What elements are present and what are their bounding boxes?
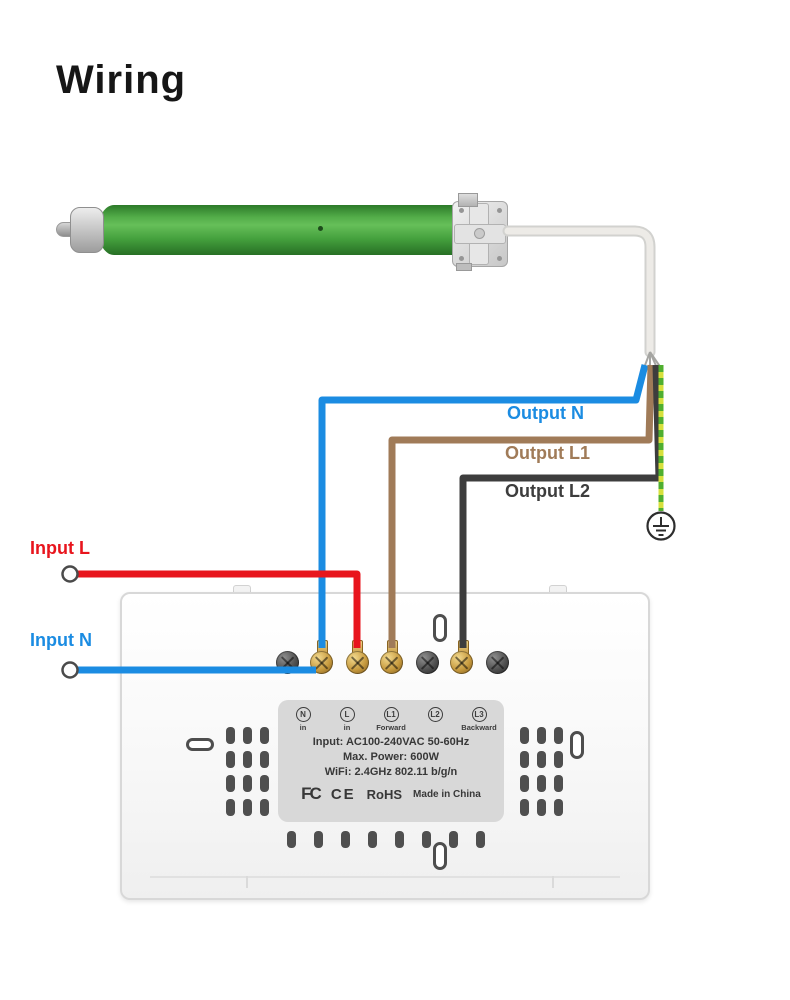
input-l-label: Input L (30, 538, 90, 558)
input-n-label: Input N (30, 630, 92, 650)
ce-logo: CE (330, 785, 356, 803)
terminal-badge: L2 (427, 707, 443, 722)
vent-slot (537, 775, 546, 792)
motor-head-screw (459, 256, 464, 261)
output-n-label: Output N (507, 403, 584, 423)
mount-hole-top (433, 614, 447, 642)
terminal-badge-sub: Forward (376, 723, 406, 732)
terminal-badge: N (295, 707, 311, 722)
vent-slot (243, 751, 252, 768)
page-title: Wiring (56, 58, 187, 102)
terminal-legend-l3: L3 Backward (460, 707, 498, 732)
vent-slot (537, 799, 546, 816)
vent-slot (226, 751, 235, 768)
vent-slot (520, 751, 529, 768)
terminal-badge: L3 (471, 707, 487, 722)
mount-hole-left (186, 738, 214, 751)
motor-head-foot (456, 263, 472, 271)
motor-head-hub (474, 228, 485, 239)
vent-slot (520, 775, 529, 792)
vent-slot (520, 799, 529, 816)
input-n-terminal (61, 661, 79, 679)
vent-slot (537, 727, 546, 744)
vent-slot (520, 727, 529, 744)
vent-slot (260, 751, 269, 768)
motor-screw-dot (318, 226, 323, 231)
motor-head-screw (497, 256, 502, 261)
vent-slot (537, 751, 546, 768)
spec-wifi: WiFi: 2.4GHz 802.11 b/g/n (324, 766, 458, 778)
device-seam-tick (552, 876, 554, 888)
motor-end-cap (70, 207, 104, 253)
terminal-screw-l (346, 651, 369, 674)
terminal-screw-l1 (380, 651, 403, 674)
vent-slot (395, 831, 404, 848)
terminal-badge: L1 (383, 707, 399, 722)
terminal-badge-sub: Backward (461, 723, 497, 732)
device-bottom-seam (150, 876, 620, 878)
vent-slot (226, 727, 235, 744)
terminal-badge-sub: in (299, 723, 307, 732)
terminal-badge: L (339, 707, 355, 722)
rohs-logo: RoHS (366, 786, 403, 802)
vent-slot (554, 799, 563, 816)
ground-icon (646, 511, 676, 541)
motor-cable-outline (502, 225, 656, 358)
terminal-screw (486, 651, 509, 674)
motor-head-clamp (458, 193, 478, 207)
vent-slot (243, 775, 252, 792)
vent-slot (243, 727, 252, 744)
vent-slot (314, 831, 323, 848)
motor-cable (504, 227, 654, 356)
vent-slot (368, 831, 377, 848)
terminal-legend-l1: L1 Forward (372, 707, 410, 732)
device-specs: Input: AC100-240VAC 50-60Hz Max. Power: … (284, 735, 498, 780)
vent-slot (260, 727, 269, 744)
vent-slot (243, 799, 252, 816)
vent-slot (226, 775, 235, 792)
mount-hole-bottom (433, 842, 447, 870)
certification-row: FC CE RoHS Made in China (284, 784, 498, 804)
motor-head-screw (497, 208, 502, 213)
spec-input: Input: AC100-240VAC 50-60Hz (312, 736, 470, 748)
made-in-china-text: Made in China (413, 788, 481, 800)
terminal-legend-l2: L2 (416, 707, 454, 732)
spec-power: Max. Power: 600W (343, 751, 439, 763)
terminal-screw (276, 651, 299, 674)
vent-slot (226, 799, 235, 816)
vent-slot (260, 799, 269, 816)
vent-slot (341, 831, 350, 848)
vent-slot (554, 727, 563, 744)
terminal-legend: N in L in L1 Forward L2 L3 Backward (284, 707, 498, 732)
vent-slot (554, 751, 563, 768)
vent-slot (422, 831, 431, 848)
device-seam-tick (246, 876, 248, 888)
terminal-screw-l3 (450, 651, 473, 674)
cable-fanout (643, 351, 662, 369)
vent-slot (476, 831, 485, 848)
vent-slot (287, 831, 296, 848)
output-l2-label: Output L2 (505, 481, 590, 501)
vent-slot (554, 775, 563, 792)
terminal-legend-l: L in (328, 707, 366, 732)
vent-slot (449, 831, 458, 848)
mount-hole-right (570, 731, 584, 759)
terminal-legend-n: N in (284, 707, 322, 732)
motor-tube (98, 205, 460, 255)
output-l1-label: Output L1 (505, 443, 590, 463)
device-spec-label: N in L in L1 Forward L2 L3 Backward (278, 700, 504, 822)
input-l-terminal (61, 565, 79, 583)
terminal-screw-n (310, 651, 333, 674)
vent-slot (260, 775, 269, 792)
terminal-screw-l2 (416, 651, 439, 674)
fcc-logo: FC (301, 784, 322, 803)
terminal-badge-sub: in (343, 723, 351, 732)
motor-head-screw (459, 208, 464, 213)
